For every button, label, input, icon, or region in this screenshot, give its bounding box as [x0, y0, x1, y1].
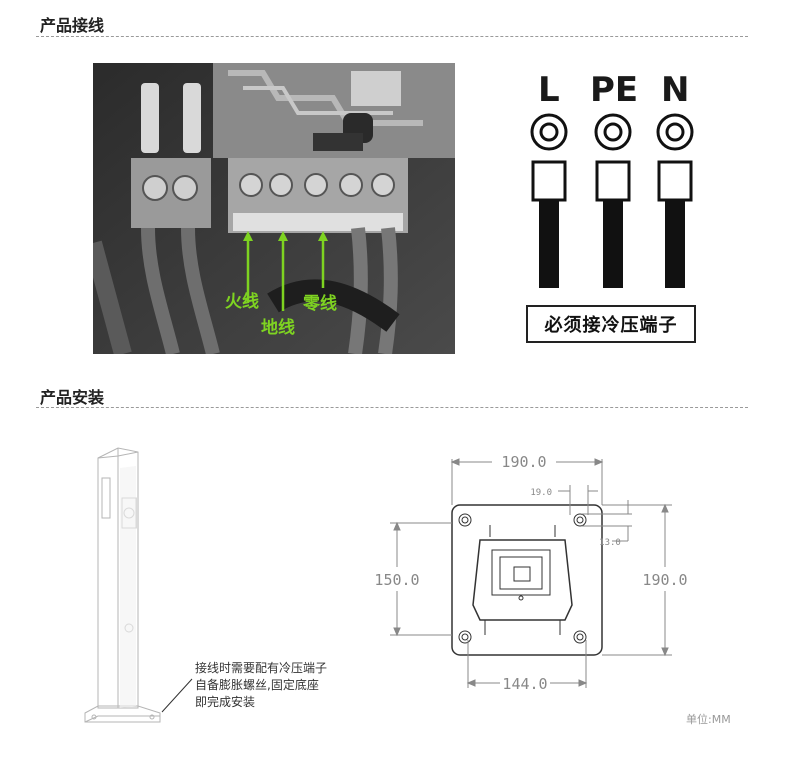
- dim-right-height: 190.0: [642, 571, 687, 589]
- pillar-outline: [84, 447, 161, 723]
- dim-hole-offset: 19.0: [530, 488, 552, 498]
- install-note: 接线时需要配有冷压端子 自备膨胀螺丝,固定底座 即完成安装: [195, 660, 327, 711]
- dim-left-height: 150.0: [374, 571, 419, 589]
- install-section-divider: [36, 407, 748, 408]
- neutral-wire-label: 零线: [303, 294, 337, 314]
- base-plate-drawing: 190.0 19.0 13.0 150.0 190.0 144.0: [374, 453, 687, 693]
- dim-hole-size: 13.0: [599, 538, 621, 548]
- wiring-section-divider: [36, 36, 748, 37]
- crimp-terminal-pe: [594, 113, 632, 288]
- crimp-terminal-illustration: [530, 113, 694, 288]
- crimp-terminal-n: [656, 113, 694, 288]
- install-note-line-3: 即完成安装: [195, 695, 256, 709]
- wiring-photo-illustration: [93, 63, 455, 354]
- wiring-photo: 火线 地线 零线: [93, 63, 455, 354]
- live-wire-label: 火线: [225, 292, 259, 312]
- terminal-letter-n: N: [661, 70, 690, 110]
- terminal-letter-l: L: [538, 70, 560, 110]
- install-note-line-2: 自备膨胀螺丝,固定底座: [195, 678, 319, 692]
- crimp-terminal-l: [530, 113, 568, 288]
- charger-pillar-drawing: [80, 438, 190, 730]
- wiring-section-title: 产品接线: [40, 16, 105, 35]
- install-section-title: 产品安装: [40, 388, 105, 407]
- note-leader-line: [161, 678, 193, 713]
- terminal-letter-pe: PE: [590, 70, 639, 110]
- ground-wire-label: 地线: [261, 318, 295, 338]
- unit-label: 单位:MM: [686, 713, 731, 726]
- crimp-terminal-note: 必须接冷压端子: [526, 305, 696, 343]
- dim-top-width: 190.0: [501, 453, 546, 471]
- install-note-line-1: 接线时需要配有冷压端子: [195, 661, 328, 675]
- dim-bottom-width: 144.0: [502, 675, 547, 693]
